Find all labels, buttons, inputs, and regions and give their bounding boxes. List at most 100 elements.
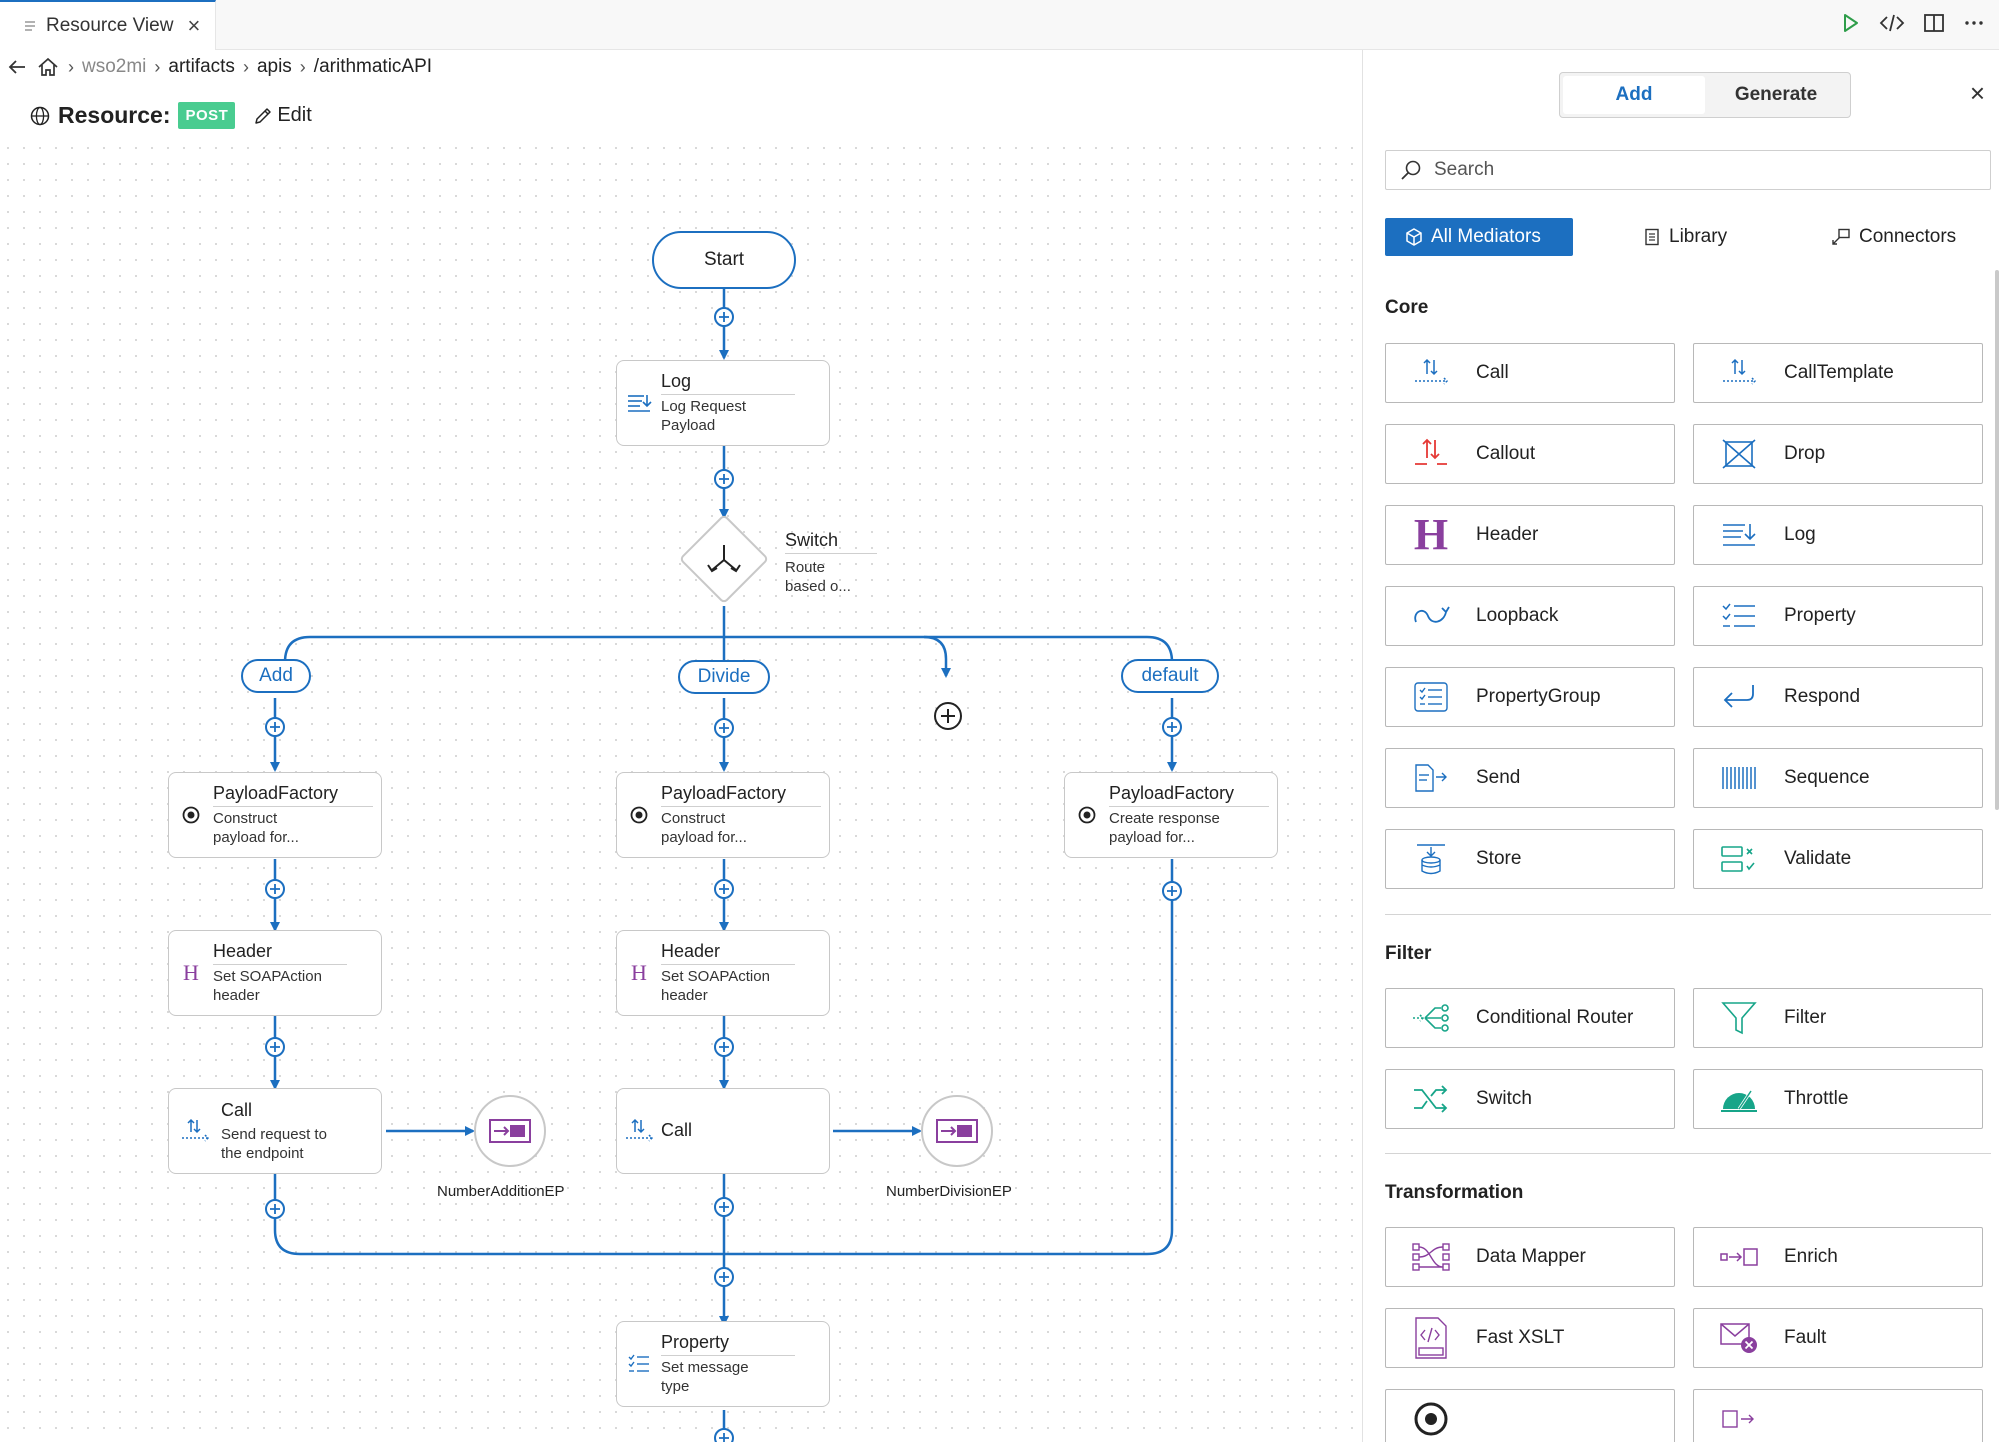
- mediator-calltemplate[interactable]: CallTemplate: [1693, 343, 1983, 403]
- mediator-palette: Add Generate × All Mediators Library Con…: [1362, 50, 1999, 1442]
- sequence-icon: [1722, 767, 1756, 789]
- menu-lines-icon: [25, 21, 35, 31]
- mediator-drop[interactable]: Drop: [1693, 424, 1983, 484]
- chevron-right-icon: ›: [154, 56, 161, 77]
- palette-scrollbar[interactable]: [1995, 270, 1999, 810]
- data-mapper-icon: [1412, 1243, 1450, 1271]
- mediator-call[interactable]: Call: [1385, 343, 1675, 403]
- node-title: PayloadFactory: [213, 783, 373, 807]
- case-add[interactable]: Add: [241, 659, 311, 693]
- edit-button[interactable]: Edit: [253, 104, 312, 127]
- close-icon[interactable]: ×: [187, 13, 201, 38]
- tab-generate[interactable]: Generate: [1734, 84, 1818, 105]
- code-view-icon[interactable]: [1879, 12, 1905, 34]
- mediator-partial[interactable]: [1385, 1389, 1675, 1442]
- split-editor-icon[interactable]: [1923, 12, 1945, 34]
- node-title: Call: [221, 1099, 253, 1120]
- payloadfactory-icon: [182, 806, 200, 824]
- mediator-send[interactable]: Send: [1385, 748, 1675, 808]
- case-divide[interactable]: Divide: [678, 660, 770, 694]
- breadcrumb-item[interactable]: wso2mi: [82, 56, 147, 77]
- case-default[interactable]: default: [1121, 659, 1219, 693]
- mediator-respond[interactable]: Respond: [1693, 667, 1983, 727]
- more-actions-icon[interactable]: [1963, 12, 1985, 34]
- run-icon[interactable]: [1839, 12, 1861, 34]
- mediator-partial[interactable]: [1693, 1389, 1983, 1442]
- callout-icon: [1415, 438, 1447, 465]
- mediator-fast-xslt[interactable]: Fast XSLT: [1385, 1308, 1675, 1368]
- mediator-fault[interactable]: Fault: [1693, 1308, 1983, 1368]
- tab-add[interactable]: Add: [1563, 76, 1705, 114]
- tab-library[interactable]: Library: [1643, 218, 1727, 256]
- store-icon: [1417, 844, 1445, 875]
- property-icon: [1722, 603, 1755, 627]
- chevron-right-icon: ›: [299, 56, 306, 77]
- mediator-enrich[interactable]: Enrich: [1693, 1227, 1983, 1287]
- endpoint-label: NumberDivisionEP: [886, 1183, 1012, 1200]
- chevron-right-icon: ›: [242, 56, 249, 77]
- mediator-store[interactable]: Store: [1385, 829, 1675, 889]
- home-icon[interactable]: [36, 56, 60, 78]
- tab-connectors[interactable]: Connectors: [1831, 218, 1956, 256]
- close-icon[interactable]: ×: [1969, 78, 1985, 108]
- search-field[interactable]: [1385, 150, 1991, 190]
- node-title: Header: [661, 941, 795, 965]
- mediator-sequence[interactable]: Sequence: [1693, 748, 1983, 808]
- start-node[interactable]: Start: [652, 231, 796, 289]
- tab-resource-view[interactable]: Resource View ×: [0, 0, 216, 50]
- mediator-loopback[interactable]: Loopback: [1385, 586, 1675, 646]
- mediator-propertygroup[interactable]: PropertyGroup: [1385, 667, 1675, 727]
- drop-icon: [1722, 439, 1756, 469]
- endpoint-icon: [936, 1119, 978, 1143]
- chevron-right-icon: ›: [68, 56, 74, 77]
- mediator-header[interactable]: H Header: [1385, 505, 1675, 565]
- call-icon: [182, 1118, 210, 1142]
- tab-label: Resource View: [46, 15, 174, 36]
- call-node[interactable]: Call: [616, 1088, 830, 1174]
- throttle-icon: [1721, 1090, 1757, 1112]
- mediator-conditional-router[interactable]: Conditional Router: [1385, 988, 1675, 1048]
- tab-all-mediators[interactable]: All Mediators: [1385, 218, 1573, 256]
- category-tabs: All Mediators Library Connectors: [1385, 218, 1985, 256]
- endpoint-label: NumberAdditionEP: [437, 1183, 565, 1200]
- mediator-throttle[interactable]: Throttle: [1693, 1069, 1983, 1129]
- endpoint-node[interactable]: [474, 1095, 546, 1167]
- header-icon: H: [183, 960, 199, 985]
- switch-icon: [1414, 1085, 1448, 1113]
- mediator-log[interactable]: Log: [1693, 505, 1983, 565]
- back-arrow-icon[interactable]: [6, 56, 28, 78]
- mediator-property[interactable]: Property: [1693, 586, 1983, 646]
- breadcrumb-item[interactable]: apis: [256, 56, 292, 77]
- mediator-callout[interactable]: Callout: [1385, 424, 1675, 484]
- palette-mode-switch: Add Generate: [1559, 72, 1851, 118]
- search-input[interactable]: [1434, 159, 1954, 181]
- mediator-data-mapper[interactable]: Data Mapper: [1385, 1227, 1675, 1287]
- connector-icon: [1832, 228, 1850, 245]
- breadcrumb-item[interactable]: /arithmaticAPI: [313, 56, 433, 77]
- mediator-validate[interactable]: Validate: [1693, 829, 1983, 889]
- mediator-filter[interactable]: Filter: [1693, 988, 1983, 1048]
- endpoint-node[interactable]: [921, 1095, 993, 1167]
- breadcrumb-item[interactable]: artifacts: [168, 56, 235, 77]
- mediator-switch[interactable]: Switch: [1385, 1069, 1675, 1129]
- node-title: PayloadFactory: [1109, 783, 1269, 807]
- payloadfactory-icon: [1414, 1402, 1448, 1436]
- search-icon: [1401, 160, 1421, 180]
- node-title: Call: [661, 1119, 693, 1140]
